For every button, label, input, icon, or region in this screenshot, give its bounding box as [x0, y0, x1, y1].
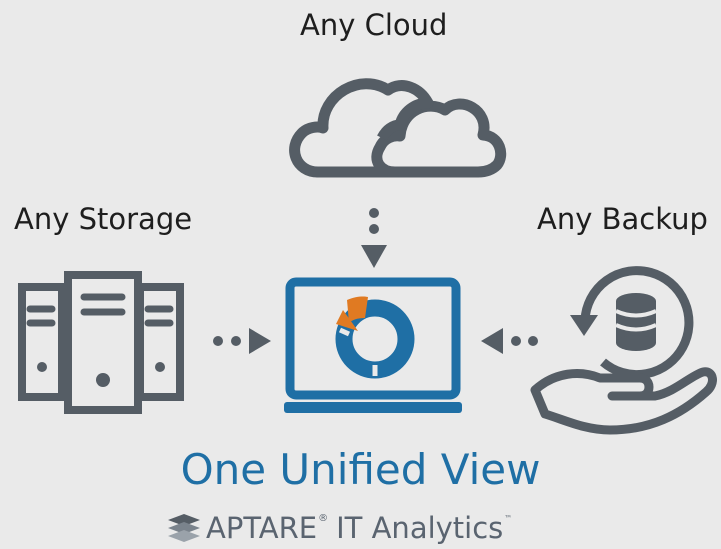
brand-name: APTARE: [206, 511, 318, 545]
brand-wordmark: APTARE ® IT Analytics ™: [168, 510, 512, 546]
backup-database-hand-icon: [530, 266, 717, 435]
cloud-to-view-arrow: [361, 208, 387, 268]
laptop-icon: [284, 277, 462, 413]
cloud-icon: [289, 78, 507, 178]
storage-servers-icon: [18, 271, 184, 414]
any-storage-label: Any Storage: [14, 202, 193, 236]
registered-mark: ®: [318, 512, 329, 524]
storage-to-view-arrow: [213, 328, 271, 354]
backup-to-view-arrow: [481, 328, 538, 354]
aptare-logo-icon: [168, 514, 200, 542]
any-cloud-label: Any Cloud: [300, 8, 448, 42]
donut-chart-icon: [335, 296, 415, 379]
diagram-title: One Unified View: [180, 445, 541, 494]
trademark-mark: ™: [504, 513, 513, 523]
brand-product: IT Analytics: [336, 511, 504, 545]
any-backup-label: Any Backup: [537, 202, 708, 236]
